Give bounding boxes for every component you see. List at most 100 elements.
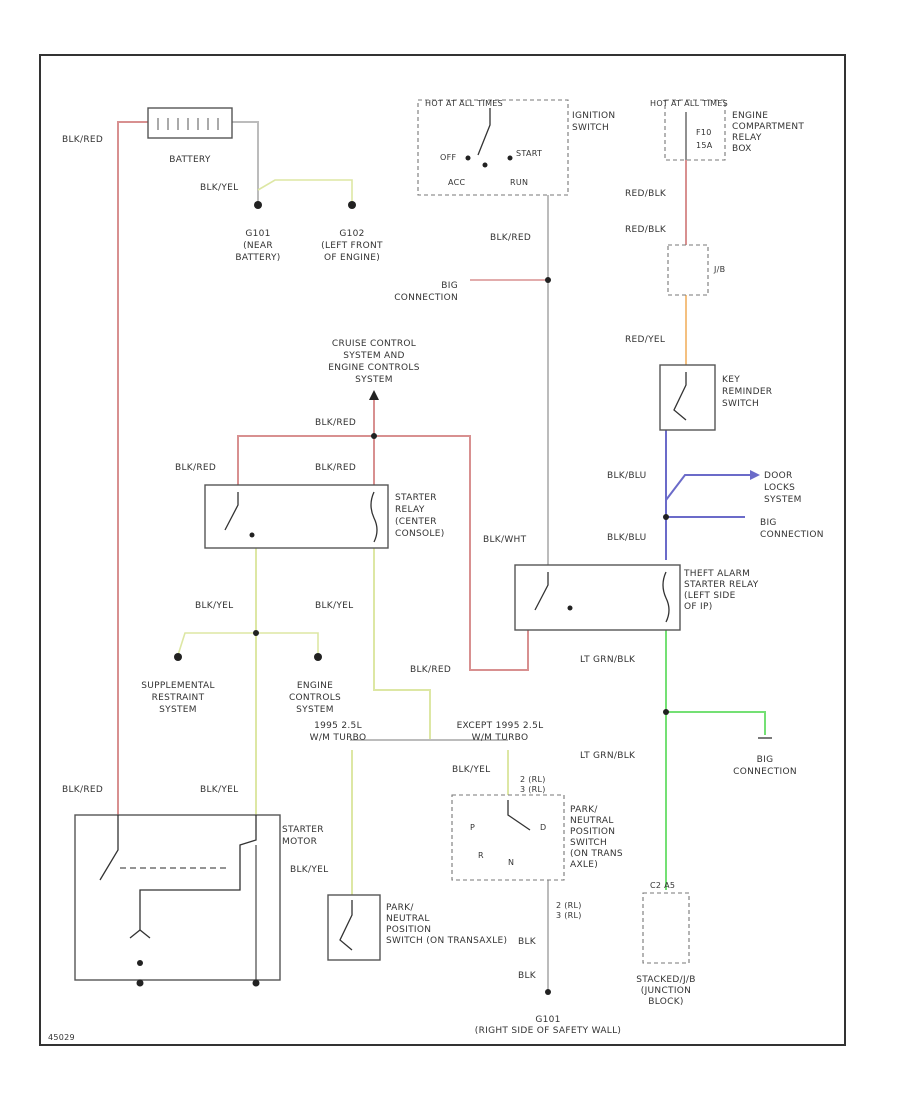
wire-blkyel-pn: BLK/YEL xyxy=(452,765,490,775)
jb-label: J/B xyxy=(713,265,725,274)
wire-blkblu1: BLK/BLU xyxy=(607,471,647,481)
wire-redyel: RED/YEL xyxy=(625,335,665,345)
pins-pn-label: 2 (RL)3 (RL) xyxy=(556,901,582,920)
motor-ground-dot xyxy=(137,960,143,966)
wire-redblk2: RED/BLK xyxy=(625,225,667,235)
starter-bottom-dot1 xyxy=(136,979,144,987)
pin-d: D xyxy=(540,823,546,832)
key-reminder-box xyxy=(659,364,716,431)
wire-blkyel-pn2: BLK/YEL xyxy=(290,865,328,875)
wire-blkwht: BLK/WHT xyxy=(483,535,527,545)
wire-ground-tag xyxy=(257,179,353,205)
pnp-bottom-box xyxy=(327,894,381,961)
starter-motor-box xyxy=(74,814,281,981)
battery-label: BATTERY xyxy=(169,155,211,165)
ltgrn-splice-dot xyxy=(663,709,669,715)
motor-symbol-icon xyxy=(129,929,151,939)
starter-solenoid-contact xyxy=(99,815,119,881)
pin-p: P xyxy=(470,823,475,832)
srs-splice-dot xyxy=(253,630,259,636)
wire-blkyel-b: BLK/YEL xyxy=(315,601,353,611)
wire-redblk1: RED/BLK xyxy=(625,189,667,199)
starter-solenoid-coil xyxy=(139,815,257,930)
wire-blkyel-a: BLK/YEL xyxy=(195,601,233,611)
wire-blkred-top: BLK/RED xyxy=(315,418,356,428)
theft-relay-coil xyxy=(662,571,670,623)
ign-acc-dot xyxy=(482,162,488,168)
theft-relay-dot xyxy=(567,605,573,611)
wire-blkred-sr1: BLK/RED xyxy=(175,463,216,473)
ignition-switch-contact xyxy=(477,108,491,156)
ign-splice-dot xyxy=(545,277,551,283)
wire-ltgrnblk1: LT GRN/BLK xyxy=(580,655,636,665)
g101-bottom-label: G101(RIGHT SIDE OF SAFETY WALL) xyxy=(475,1015,621,1036)
key-reminder-contact xyxy=(673,372,687,421)
hot-all-times-label: HOT AT ALL TIMES xyxy=(425,99,503,108)
relay-box-right xyxy=(664,99,726,161)
pin-r: R xyxy=(478,851,484,860)
ign-off-dot xyxy=(465,155,471,161)
wire-sr-right xyxy=(373,548,431,740)
door-splice-dot xyxy=(663,514,669,520)
theft-relay-box xyxy=(514,564,681,631)
ign-run: RUN xyxy=(510,178,528,187)
ign-start: START xyxy=(516,149,542,158)
wire-blkred-sm: BLK/RED xyxy=(62,785,103,795)
ign-off: OFF xyxy=(440,153,456,162)
srs-ground-dot xyxy=(174,653,182,661)
wire-door-locks xyxy=(665,474,750,501)
pnp-top-contact xyxy=(507,800,531,831)
starter-relay-coil xyxy=(370,491,378,543)
wire-blk1: BLK xyxy=(518,937,537,947)
pins-2r-label: 2 (RL)3 (RL) xyxy=(520,775,546,794)
ign-acc: ACC xyxy=(448,178,466,187)
wire-ltgrn-conn xyxy=(666,711,766,735)
starter-relay-dot xyxy=(249,532,255,538)
pin-c2: C2 A5 xyxy=(650,881,675,890)
eng-ground-dot xyxy=(314,653,322,661)
wire-starter-relay-top xyxy=(237,435,529,671)
pnp-top-box xyxy=(451,794,565,881)
ign-start-dot xyxy=(507,155,513,161)
wire-battery-starter xyxy=(117,121,148,815)
wire-ltgrnblk2: LT GRN/BLK xyxy=(580,751,636,761)
door-locks-arrow-icon xyxy=(750,470,760,480)
pnp-bottom-contact xyxy=(339,900,353,951)
fuse-amp: 15A xyxy=(696,141,713,150)
wire-blkred-left: BLK/RED xyxy=(62,135,103,145)
wire-blkred-ign: BLK/RED xyxy=(490,233,531,243)
theft-relay-contact xyxy=(534,572,549,611)
wire-blkblu2: BLK/BLU xyxy=(607,533,647,543)
starter-relay-contact xyxy=(224,492,239,531)
jb-box xyxy=(667,244,709,296)
battery-box xyxy=(147,107,233,139)
wire-blkred-theft: BLK/RED xyxy=(410,665,451,675)
pin-n: N xyxy=(508,858,514,867)
fuse-f10: F10 xyxy=(696,128,712,137)
cruise-splice-dot xyxy=(371,433,377,439)
battery-cells-icon xyxy=(157,118,219,130)
wire-blkyel-sm: BLK/YEL xyxy=(200,785,238,795)
cruise-arrow-icon xyxy=(369,390,379,400)
ground-g102-dot xyxy=(348,201,356,209)
starter-bottom-dot2 xyxy=(252,979,260,987)
stacked-jb-box xyxy=(642,892,690,964)
wire-blk2: BLK xyxy=(518,971,537,981)
